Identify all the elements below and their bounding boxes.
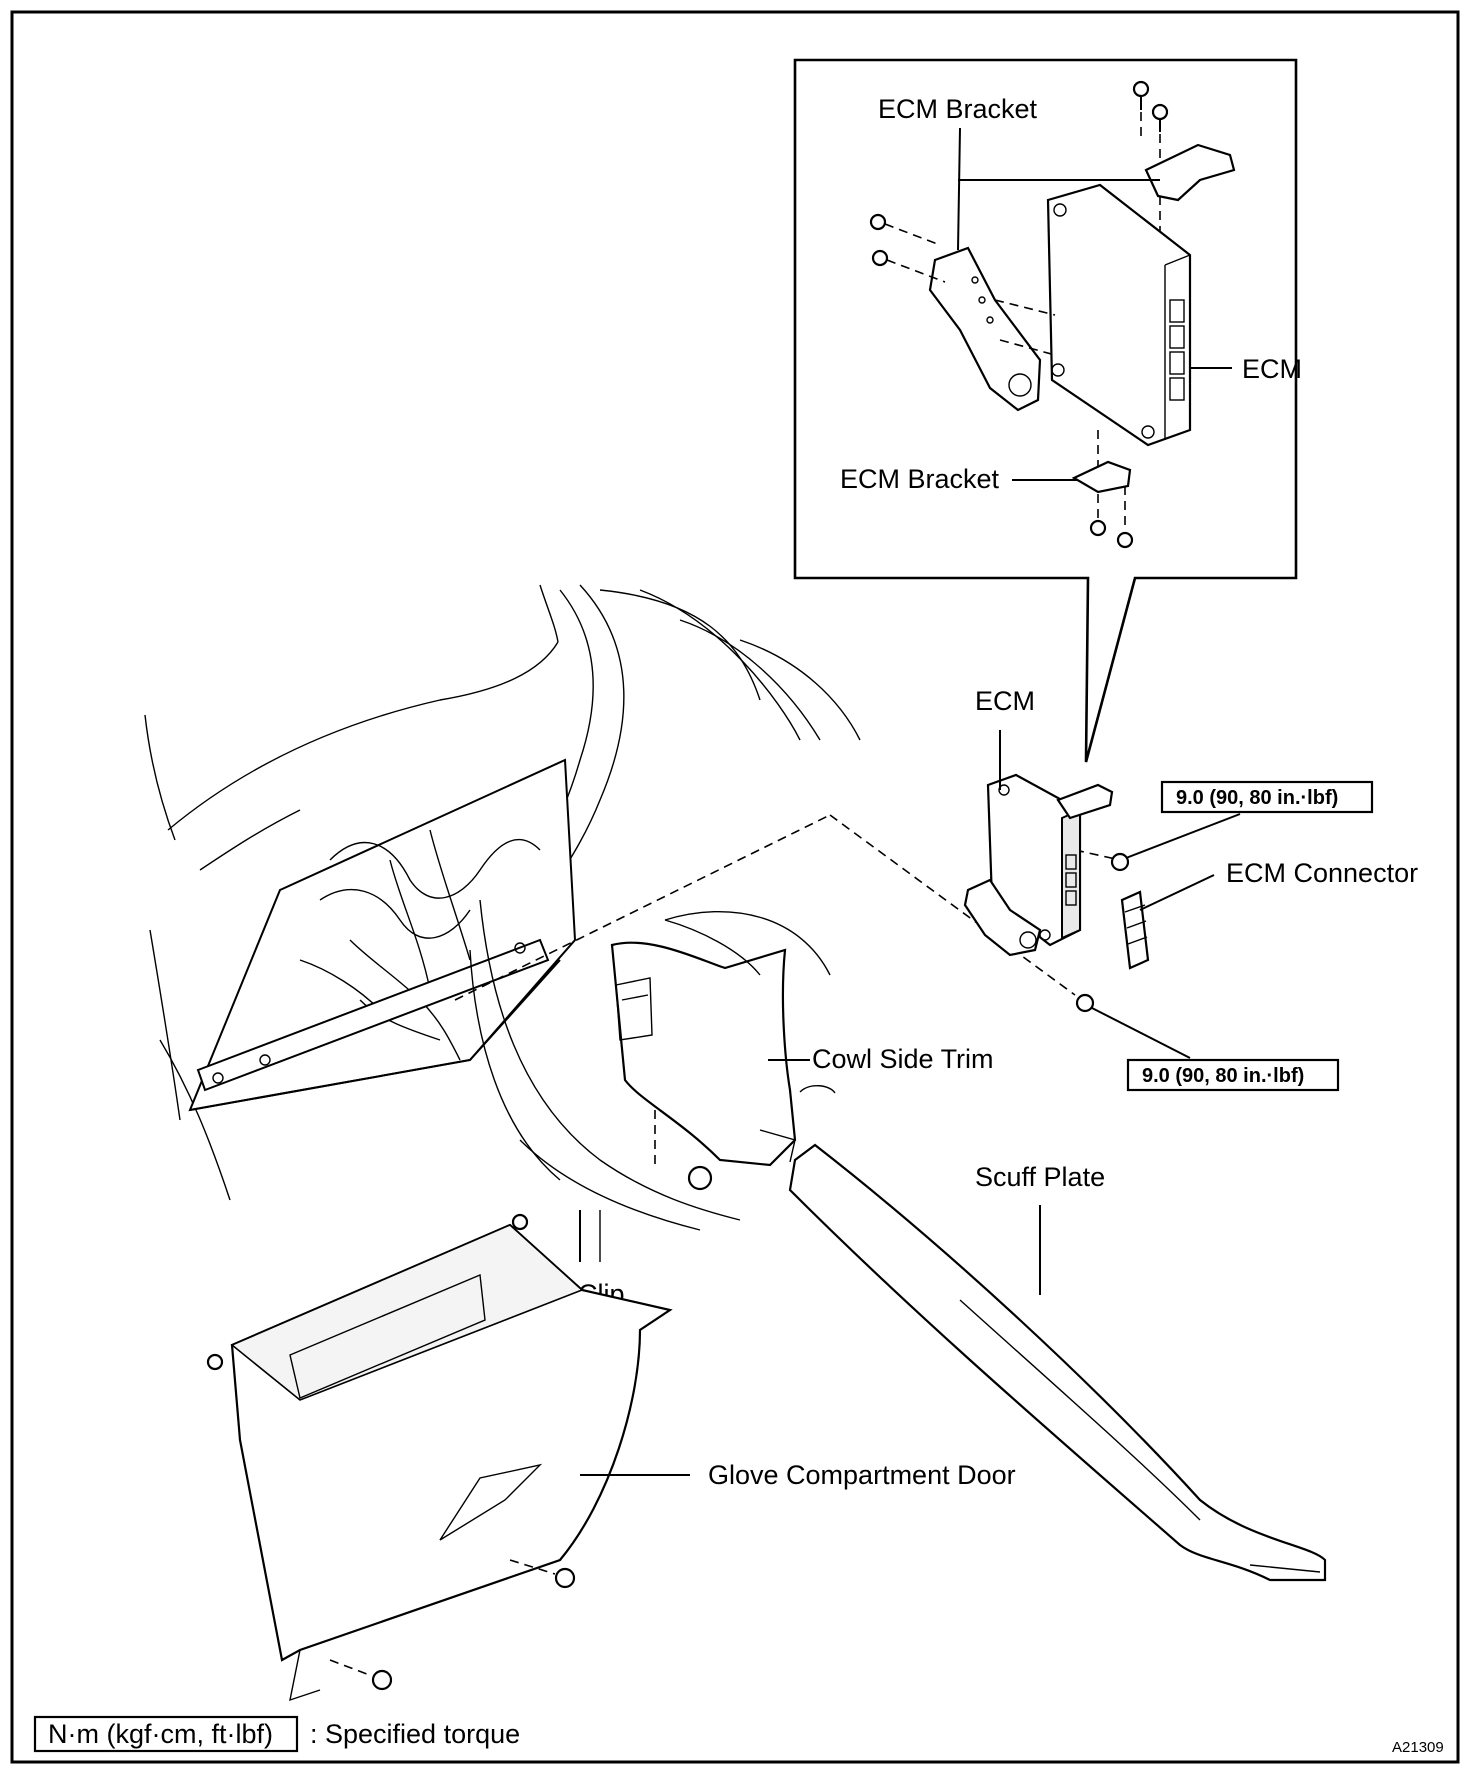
label-ecm-bracket-bottom: ECM Bracket (840, 464, 1000, 494)
ecm-assembly (963, 773, 1114, 957)
cowl-side-trim-part (610, 910, 831, 1167)
label-cowl-side-trim: Cowl Side Trim (812, 1044, 994, 1074)
nut-bottom (1075, 993, 1095, 1013)
label-glove-compartment-door: Glove Compartment Door (708, 1460, 1016, 1490)
inset-lower-bracket (1071, 430, 1134, 549)
inset-left-bolts (869, 213, 1056, 356)
outer-frame (10, 10, 1460, 1764)
torque-box-bottom: 9.0 (90, 80 in.·lbf) (1126, 1058, 1340, 1092)
torque-bottom-text: 9.0 (90, 80 in.·lbf) (1142, 1065, 1304, 1087)
torque-box-top: 9.0 (90, 80 in.·lbf) (1160, 780, 1374, 814)
inset-callout: ECM Bracket ECM ECM Bracket (793, 58, 1302, 763)
inset-top-bolts (1132, 80, 1169, 175)
vehicle-body (144, 584, 861, 1231)
legend-unit-box: N·m (kgf·cm, ft·lbf) (48, 1719, 273, 1749)
torque-legend: N·m (kgf·cm, ft·lbf) : Specified torque (33, 1715, 520, 1753)
label-ecm-main: ECM (975, 686, 1035, 716)
nut-top (1110, 852, 1130, 872)
glove-compartment-part (206, 1213, 673, 1702)
inset-left-bracket (928, 246, 1042, 412)
glove-screw-2 (371, 1669, 393, 1691)
inset-upper-bracket (1144, 143, 1236, 202)
inset-ecm-body (1046, 183, 1192, 447)
figure-code: A21309 (1392, 1739, 1444, 1756)
label-scuff-plate: Scuff Plate (975, 1162, 1105, 1192)
scuff-plate-part (788, 1143, 1327, 1582)
glove-screw-1 (554, 1567, 576, 1589)
label-ecm-connector: ECM Connector (1226, 858, 1418, 888)
ecm-connector-part (1120, 890, 1150, 970)
legend-description: : Specified torque (310, 1719, 520, 1749)
torque-top-text: 9.0 (90, 80 in.·lbf) (1176, 787, 1338, 809)
label-ecm-bracket-top: ECM Bracket (878, 94, 1038, 124)
cowl-clip (687, 1165, 713, 1191)
label-ecm-inset: ECM (1242, 354, 1302, 384)
